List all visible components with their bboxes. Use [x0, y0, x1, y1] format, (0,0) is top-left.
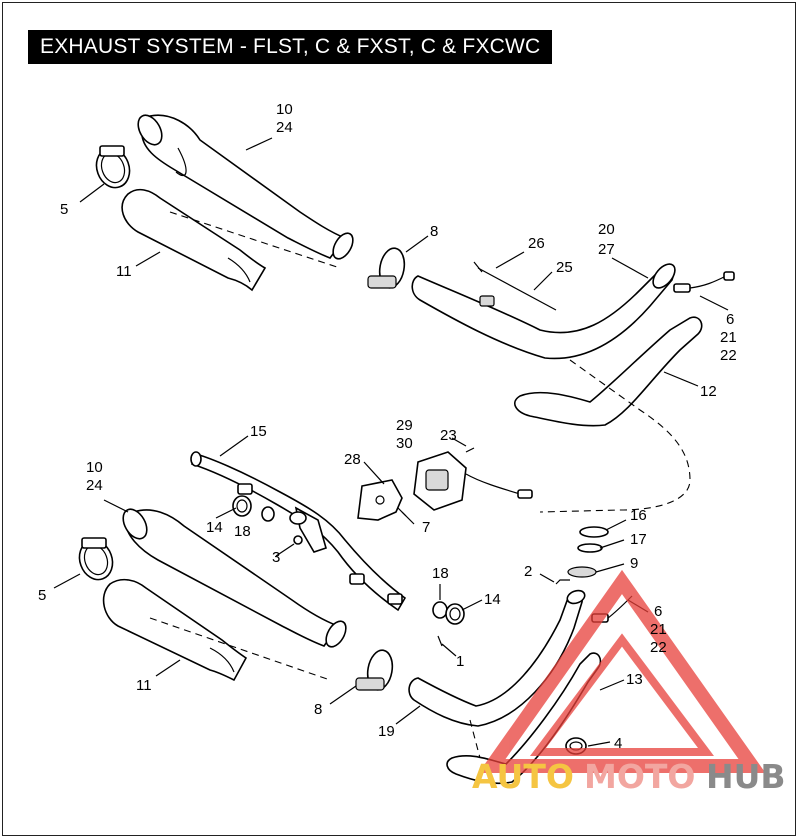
lower-heat-shield [102, 578, 248, 682]
upper-rear-pipe [514, 316, 703, 427]
callout-14-left: 14 [206, 519, 223, 536]
callout-1: 1 [456, 653, 464, 670]
callout-17: 17 [630, 531, 647, 548]
callout-18-right: 18 [432, 565, 449, 582]
lower-hidden-line-a [149, 617, 331, 681]
callout-14-right: 14 [484, 591, 501, 608]
bracket-28 [357, 479, 403, 521]
flange-9 [567, 566, 597, 578]
callout-21-lower: 21 [650, 621, 667, 638]
callout-26: 26 [528, 235, 545, 252]
screw-1 [437, 635, 443, 647]
callout-5-upper: 5 [60, 201, 68, 218]
upper-hidden-line-a [169, 211, 341, 269]
callout-12: 12 [700, 383, 717, 400]
gasket-16 [579, 526, 609, 538]
lower-front-pipe [408, 589, 586, 727]
watermark-hub: HUB [706, 757, 786, 796]
callout-16: 16 [630, 507, 647, 524]
upper-o2-sensor [673, 271, 735, 293]
callout-10-upper: 10 [276, 101, 293, 118]
clamp-14-left [232, 495, 252, 517]
watermark-auto: AUTO [472, 757, 574, 796]
upper-cable [473, 261, 557, 311]
spacer-18-right [432, 601, 448, 619]
upper-clamp-5 [95, 145, 131, 189]
upper-clamp-8 [367, 247, 406, 289]
watermark-logo [478, 569, 766, 773]
upper-hidden-line-b [539, 359, 691, 513]
callout-2: 2 [524, 563, 532, 580]
upper-muffler [137, 114, 354, 260]
callout-7: 7 [422, 519, 430, 536]
spacer-18-left [261, 506, 275, 522]
callout-29: 29 [396, 417, 413, 434]
callout-18-left: 18 [234, 523, 251, 540]
callout-6-lower: 6 [654, 603, 662, 620]
callout-8-lower: 8 [314, 701, 322, 718]
screw-23 [465, 447, 475, 453]
callout-21-upper: 21 [720, 329, 737, 346]
callout-labels: 10 24 5 11 8 26 25 20 27 6 21 22 12 15 2… [38, 101, 737, 752]
callout-4: 4 [614, 735, 622, 752]
callout-22-upper: 22 [720, 347, 737, 364]
nut-2 [555, 579, 570, 585]
leader-lines [53, 137, 729, 747]
mount-3 [289, 506, 327, 553]
callout-15: 15 [250, 423, 267, 440]
diagram-title: EXHAUST SYSTEM - FLST, C & FXST, C & FXC… [28, 30, 553, 64]
callout-11-lower: 11 [136, 677, 152, 694]
callout-25: 25 [556, 259, 573, 276]
lower-clamp-8 [355, 649, 394, 691]
callout-20: 20 [598, 221, 615, 238]
valve-actuator-29-30 [413, 451, 533, 511]
callout-27: 27 [598, 241, 615, 258]
callout-22-lower: 22 [650, 639, 667, 656]
callout-13: 13 [626, 671, 643, 688]
upper-head-pipe [411, 263, 676, 360]
clamp-14-right [445, 603, 465, 625]
callout-10-lower: 10 [86, 459, 103, 476]
callout-9: 9 [630, 555, 638, 572]
retaining-ring-17 [577, 543, 603, 553]
callout-24-lower: 24 [86, 477, 103, 494]
callout-3: 3 [272, 549, 280, 566]
callout-5-lower: 5 [38, 587, 46, 604]
callout-30: 30 [396, 435, 413, 452]
callout-8-upper: 8 [430, 223, 438, 240]
lower-clamp-5 [78, 537, 114, 581]
callout-19: 19 [378, 723, 395, 740]
callout-28: 28 [344, 451, 361, 468]
upper-heat-shield [121, 188, 267, 292]
callout-24-upper: 24 [276, 119, 293, 136]
callout-11-upper: 11 [116, 263, 132, 280]
lower-hidden-line-b [469, 719, 481, 759]
lower-muffler [122, 508, 347, 648]
callout-6-upper: 6 [726, 311, 734, 328]
support-bracket-15 [190, 451, 407, 612]
callout-23: 23 [440, 427, 457, 444]
watermark-moto: MOTO [584, 757, 695, 796]
